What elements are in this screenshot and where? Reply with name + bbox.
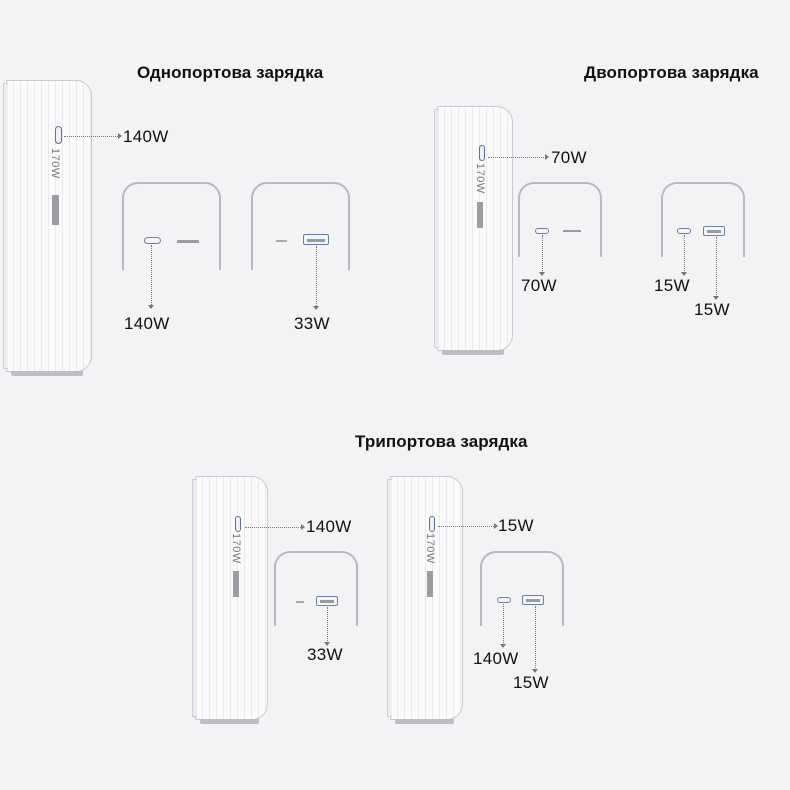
charger-plug-edge [387,479,392,717]
inactive-port-slot [563,230,581,232]
leader-line [151,245,152,305]
charger-side-view [387,476,463,724]
leader-line [64,136,118,137]
usb-c-port-icon [144,237,161,244]
dual-c2-label: 15W [654,276,690,295]
charger-plug-edge [192,479,197,717]
inactive-port-slot [276,240,287,242]
charger-face-usb-c-a [661,182,745,257]
charger-badge-icon [427,571,433,597]
charger-rating: 170W [230,533,242,564]
charger-face-usb-c [122,182,221,270]
arrow-down-icon [713,296,719,300]
usb-c-port-icon [677,228,691,234]
arrow-down-icon [313,306,319,310]
triple-right-top-label: 15W [498,516,534,535]
charger-base [395,719,454,724]
charger-side-view [192,476,268,724]
leader-line [438,526,494,527]
title-single-port: Однопортова зарядка [137,63,324,82]
charger-rating: 170W [424,533,436,564]
arrow-down-icon [324,642,330,646]
charger-rating: 170W [474,163,486,194]
triple-left-a-label: 33W [307,645,343,664]
arrow-right-icon [118,133,122,139]
usb-a-port-icon [303,234,329,245]
usb-c-port-icon [235,516,241,532]
leader-line [716,237,717,297]
charger-face-usb-c-a [480,551,564,626]
arrow-right-icon [494,523,498,529]
arrow-down-icon [148,305,154,309]
leader-line [542,235,543,273]
charger-base [11,371,83,376]
arrow-down-icon [500,644,506,648]
leader-line [316,246,317,306]
charger-base [442,350,504,355]
usb-a-port-icon [703,226,725,236]
usb-c-port-icon [535,228,549,234]
arrow-down-icon [539,272,545,276]
leader-line [245,527,301,528]
charger-rating: 170W [49,148,61,179]
leader-line [327,607,328,643]
title-triple-port: Трипортова зарядка [355,432,528,451]
triple-right-c-label: 140W [473,649,519,668]
charger-badge-icon [477,202,483,228]
arrow-right-icon [545,154,549,160]
leader-line [684,235,685,273]
triple-left-top-label: 140W [306,517,352,536]
usb-c-port-icon [429,516,435,532]
charger-face-usb-c [518,182,602,257]
dual-a-label: 15W [694,300,730,319]
triple-right-a-label: 15W [513,673,549,692]
leader-line [535,606,536,670]
arrow-right-icon [301,524,305,530]
charger-side-view [434,106,513,355]
single-a-label: 33W [294,314,330,333]
charger-plug-edge [3,83,8,369]
single-c-label: 140W [124,314,170,333]
dual-top-label: 70W [551,148,587,167]
charger-badge-icon [233,571,239,597]
arrow-down-icon [681,272,687,276]
charger-face-usb-a [274,551,358,626]
usb-c-port-icon [479,145,485,161]
usb-c-port-icon [497,597,511,603]
inactive-port-slot [296,601,304,603]
inactive-port-slot [177,240,199,243]
usb-c-port-icon [55,126,62,144]
dual-c-label: 70W [521,276,557,295]
charger-plug-edge [434,109,439,348]
leader-line [488,157,546,158]
charger-face-usb-a [251,182,350,270]
usb-a-port-icon [522,595,544,605]
leader-line [503,604,504,645]
usb-a-port-icon [316,596,338,606]
arrow-down-icon [532,669,538,673]
title-dual-port: Двопортова зарядка [584,63,759,82]
charger-base [200,719,259,724]
charger-side-view [3,80,92,376]
charger-badge-icon [52,195,59,225]
single-top-label: 140W [123,127,169,146]
